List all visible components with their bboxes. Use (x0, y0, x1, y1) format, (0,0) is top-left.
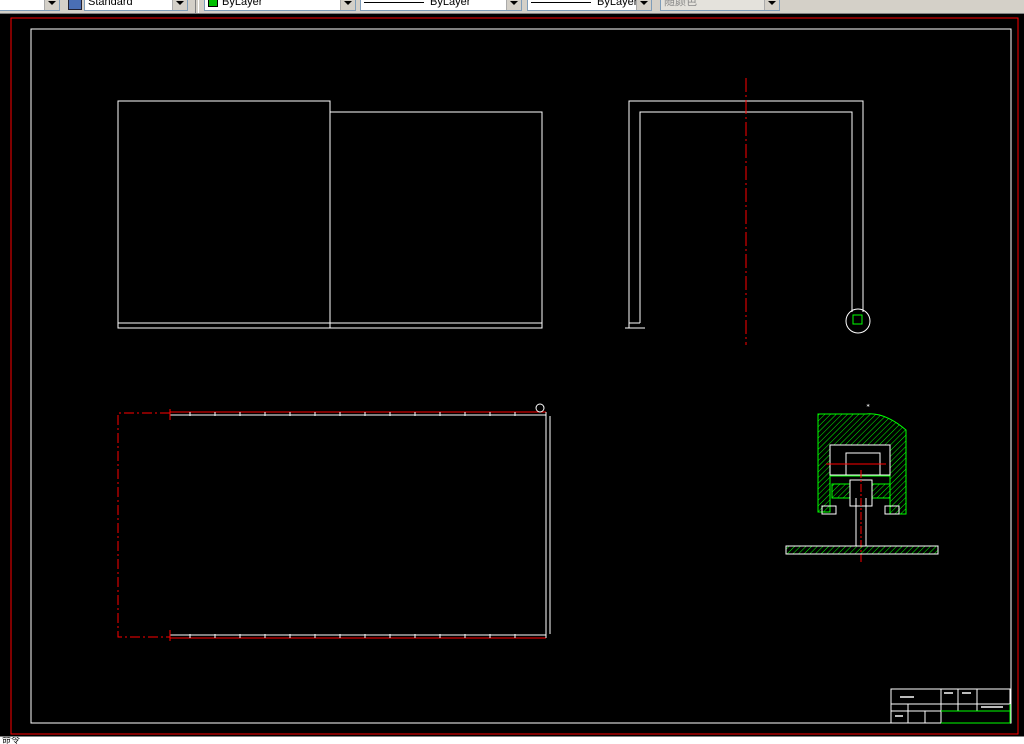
chevron-down-icon[interactable] (506, 0, 521, 10)
detail-section: ∗ (785, 403, 939, 562)
lineweight-value: ByLayer (597, 0, 638, 8)
text-style-value: Standard (88, 0, 133, 8)
text-style-dropdown[interactable]: Standard (84, 0, 188, 11)
title-block (890, 688, 1011, 724)
chevron-down-icon[interactable] (172, 0, 187, 10)
toolbar-separator (195, 0, 199, 13)
front-view (117, 100, 543, 329)
color-dropdown[interactable]: ByLayer (204, 0, 356, 11)
side-view (625, 100, 871, 334)
drawing-canvas[interactable]: ∗ (0, 14, 1024, 736)
linetype-sample (364, 1, 424, 3)
outer-border (10, 17, 1019, 735)
properties-toolbar: Standard ByLayer ByLayer ByLayer 随颜色 (0, 0, 1024, 14)
command-prompt: 命令 (2, 736, 21, 744)
svg-text:∗: ∗ (866, 403, 870, 409)
inner-frame (30, 28, 1012, 724)
linetype-dropdown[interactable]: ByLayer (360, 0, 522, 11)
lineweight-sample (531, 1, 591, 3)
linetype-value: ByLayer (430, 0, 471, 8)
cad-drawing: ∗ (10, 17, 1019, 735)
plot-style-dropdown[interactable]: 随颜色 (660, 0, 780, 11)
prev-style-dropdown[interactable] (0, 0, 60, 11)
plan-view (117, 403, 551, 641)
color-value: ByLayer (222, 0, 263, 8)
chevron-down-icon[interactable] (44, 0, 59, 10)
color-swatch-icon (208, 0, 218, 8)
chevron-down-icon[interactable] (636, 0, 651, 10)
lineweight-dropdown[interactable]: ByLayer (527, 0, 652, 11)
text-style-icon[interactable] (68, 0, 82, 10)
command-line[interactable]: 命令 (0, 736, 1024, 744)
plot-style-value: 随颜色 (664, 0, 697, 8)
chevron-down-icon[interactable] (340, 0, 355, 10)
chevron-down-icon[interactable] (764, 0, 779, 10)
